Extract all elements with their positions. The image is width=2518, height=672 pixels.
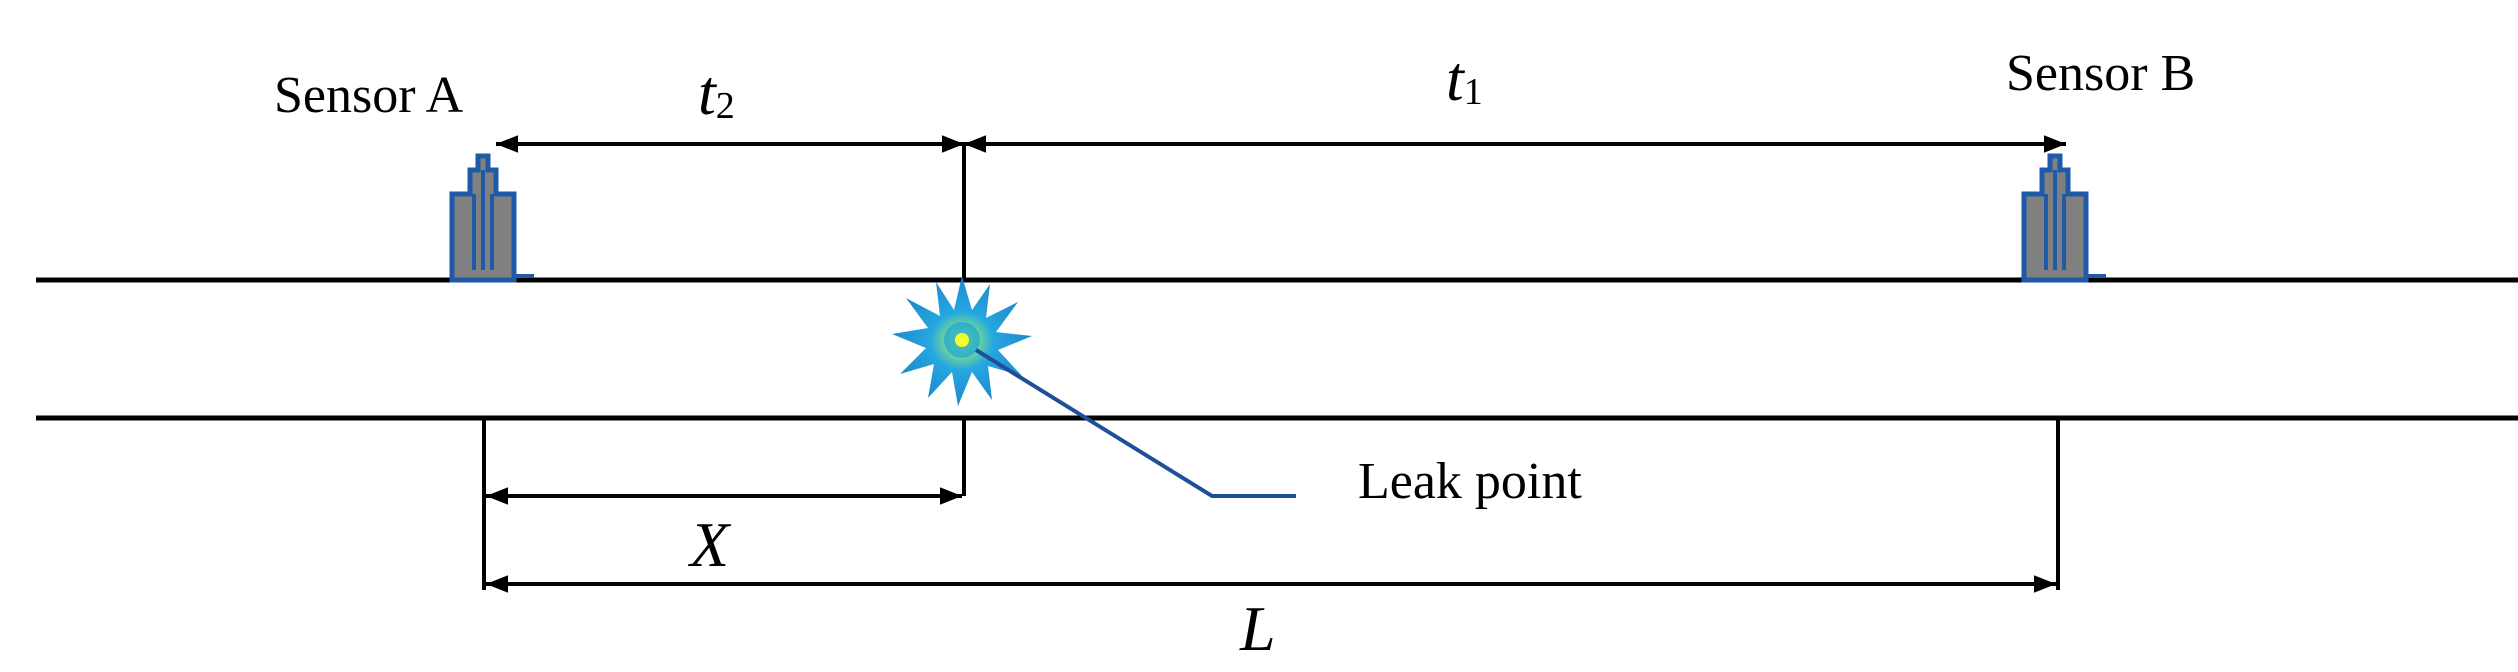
- sensor-b-icon: [2021, 153, 2106, 283]
- l-label: L: [1239, 593, 1276, 664]
- leak-leader-line: [974, 348, 1296, 498]
- t1-label: t1: [1446, 43, 1483, 114]
- leak-burst-icon: [892, 276, 1032, 406]
- sensor-b-label: Sensor B: [2006, 45, 2195, 102]
- x-label: X: [687, 509, 732, 580]
- sensor-a-label: Sensor A: [274, 67, 464, 124]
- leak-point-label: Leak point: [1358, 453, 1582, 510]
- t2-label: t2: [698, 57, 735, 128]
- sensor-a-icon: [449, 153, 534, 283]
